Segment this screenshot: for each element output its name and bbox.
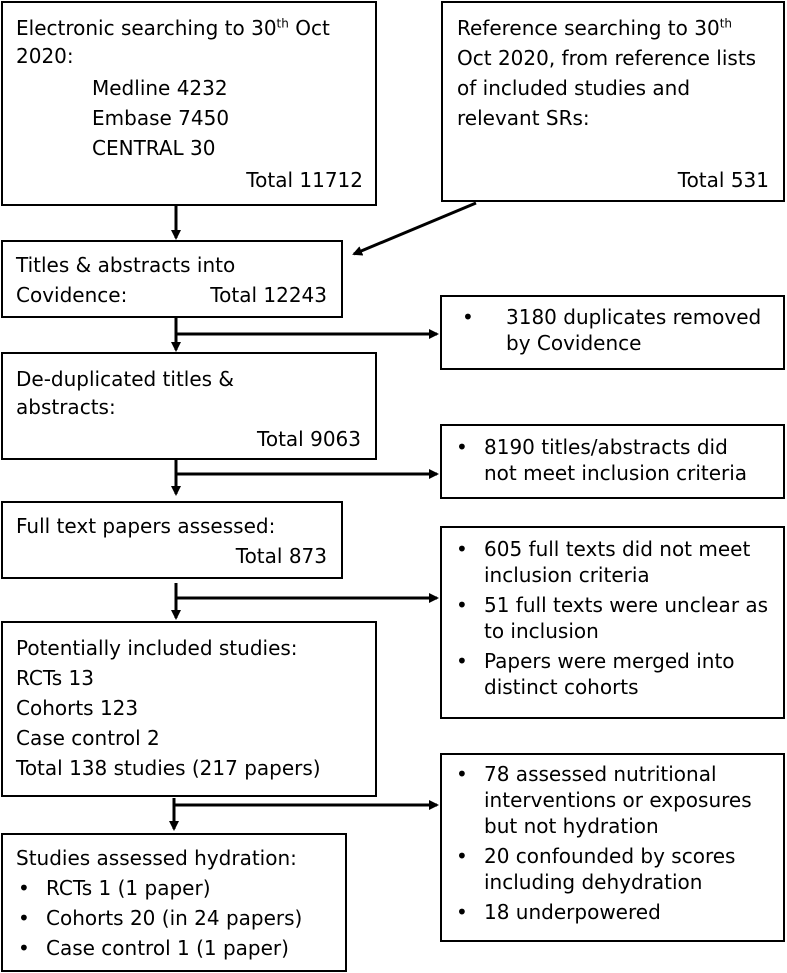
hydration-studies-box: Studies assessed hydration: RCTs 1 (1 pa…: [1, 833, 347, 972]
titles-heading-line2: Covidence:: [16, 283, 128, 307]
reference-search-box: Reference searching to 30th Oct 2020, fr…: [441, 1, 785, 202]
potential-rcts: RCTs 13: [16, 666, 94, 690]
potential-cohorts: Cohorts 123: [16, 696, 139, 720]
titles-heading: Titles & abstracts into: [16, 253, 236, 277]
hydration-list: RCTs 1 (1 paper) Cohorts 20 (in 24 paper…: [16, 875, 302, 961]
database-central: CENTRAL 30: [92, 136, 216, 160]
titles-total: Total 12243: [210, 283, 327, 307]
hydration-item-case-control: Case control 1 (1 paper): [16, 935, 302, 961]
electronic-search-heading-line2: 2020:: [16, 44, 74, 68]
database-embase: Embase 7450: [92, 106, 230, 130]
fulltext-total: Total 873: [235, 544, 327, 568]
dedup-heading: De-duplicated titles &: [16, 367, 235, 391]
dedup-heading-line2: abstracts:: [16, 395, 116, 419]
fulltext-heading: Full text papers assessed:: [16, 514, 276, 538]
potential-heading: Potentially included studies:: [16, 636, 298, 660]
arrow-reference-to-titles: [352, 201, 477, 256]
electronic-total: Total 11712: [246, 168, 363, 192]
reference-total: Total 531: [677, 168, 769, 192]
reference-search-line4: relevant SRs:: [457, 106, 590, 130]
dedup-total: Total 9063: [257, 427, 361, 451]
reference-search-line3: of included studies and: [457, 76, 691, 100]
deduplicated-box: De-duplicated titles & abstracts: Total …: [1, 352, 377, 460]
electronic-search-box: Electronic searching to 30th Oct 2020: M…: [1, 1, 377, 206]
database-medline: Medline 4232: [92, 76, 228, 100]
titles-abstracts-box: Titles & abstracts into Covidence: Total…: [1, 240, 343, 318]
hydration-heading: Studies assessed hydration:: [16, 846, 297, 870]
reference-search-line2: Oct 2020, from reference lists: [457, 46, 757, 70]
potential-total: Total 138 studies (217 papers): [16, 756, 321, 780]
potentially-included-box: Potentially included studies: RCTs 13 Co…: [1, 621, 377, 797]
fulltext-box: Full text papers assessed: Total 873: [1, 501, 343, 579]
potential-case-control: Case control 2: [16, 726, 160, 750]
hydration-item-rcts: RCTs 1 (1 paper): [16, 875, 302, 901]
excluded-hydration-item: 18 underpowered: [454, 899, 752, 925]
hydration-item-cohorts: Cohorts 20 (in 24 papers): [16, 905, 302, 931]
electronic-search-heading: Electronic searching to 30th Oct: [16, 16, 330, 40]
reference-search-heading: Reference searching to 30th: [457, 16, 732, 40]
